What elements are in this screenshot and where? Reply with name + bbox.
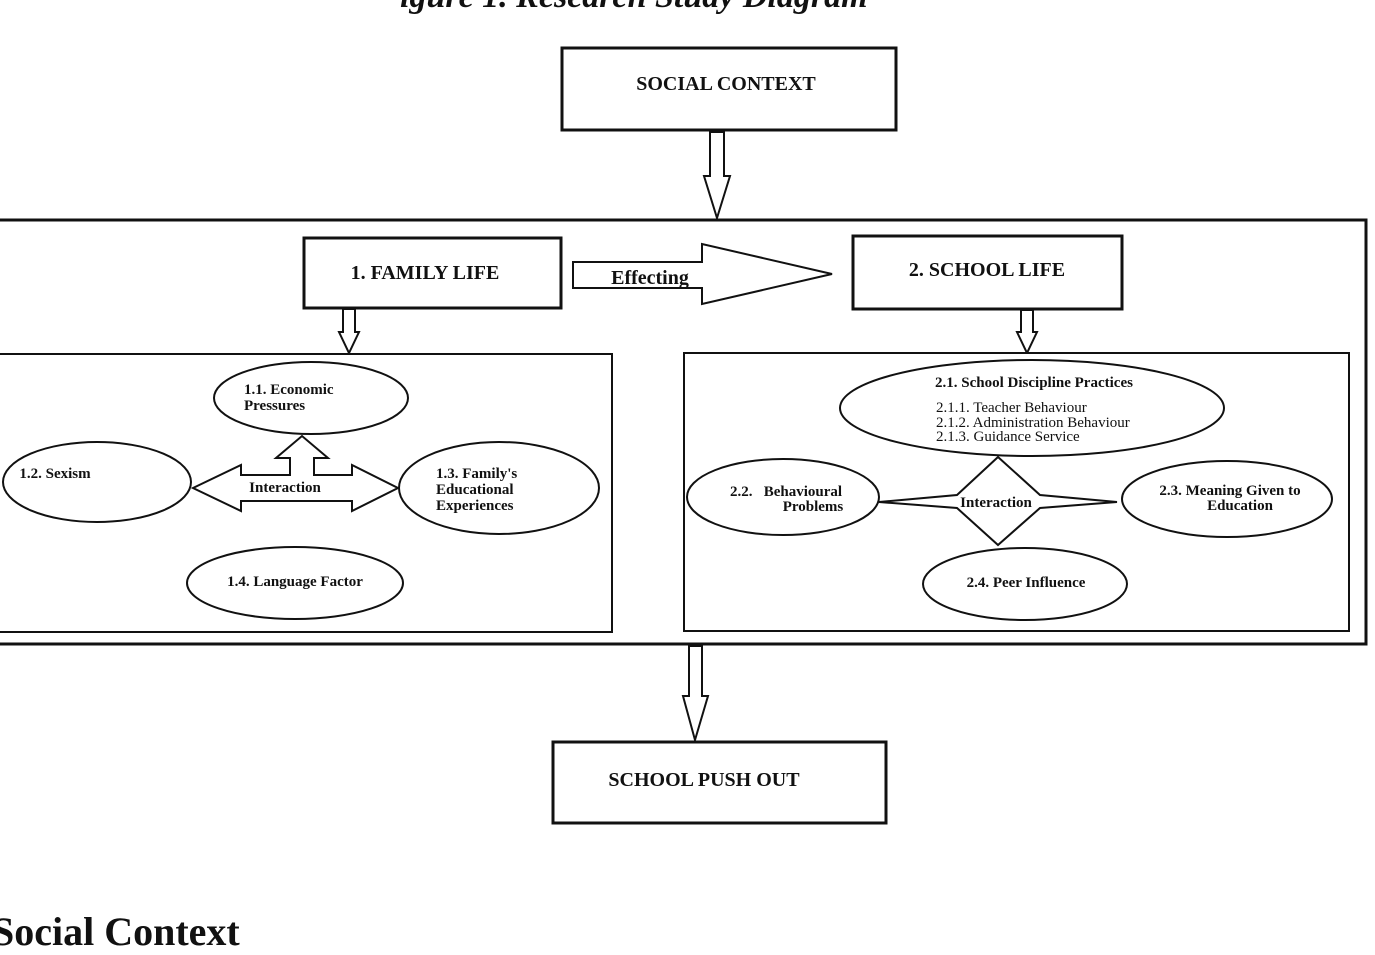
discipline-sub-1: 2.1.1. Teacher Behaviour xyxy=(936,400,1087,416)
family-interaction-arrow xyxy=(190,434,401,513)
behavioural-problems-ellipse xyxy=(686,458,880,536)
discipline-sub-2: 2.1.2. Administration Behaviour xyxy=(936,415,1130,431)
economic-label-1: 1.1. Economic xyxy=(244,382,334,398)
meaning-label-2: Education xyxy=(1207,498,1274,514)
economic-label-2: Pressures xyxy=(244,398,305,414)
effecting-label: Effecting xyxy=(611,267,689,289)
social-context-box xyxy=(560,46,898,132)
section-heading: Social Context xyxy=(0,909,240,954)
family-interaction-label: Interaction xyxy=(249,480,321,496)
school-interaction-diamond xyxy=(878,455,1118,547)
sexism-label: 1.2. Sexism xyxy=(19,466,91,482)
behavioural-label-2: Problems xyxy=(783,499,844,515)
arrow-down-family xyxy=(337,308,361,356)
school-push-out-label: SCHOOL PUSH OUT xyxy=(608,769,800,791)
discipline-sub-3: 2.1.3. Guidance Service xyxy=(936,429,1080,445)
arrow-down-pushout xyxy=(681,645,710,744)
effecting-arrow xyxy=(572,242,833,306)
language-factor-ellipse xyxy=(186,546,404,620)
language-label: 1.4. Language Factor xyxy=(227,574,363,590)
educational-label-3: Experiences xyxy=(436,498,514,514)
family-life-label: 1. FAMILY LIFE xyxy=(351,262,500,284)
school-discipline-ellipse xyxy=(839,359,1225,457)
school-life-box xyxy=(851,234,1124,311)
meaning-label-1: 2.3. Meaning Given to xyxy=(1159,483,1300,499)
educational-label-2: Educational xyxy=(436,482,514,498)
peer-label: 2.4. Peer Influence xyxy=(967,575,1086,591)
discipline-title: 2.1. School Discipline Practices xyxy=(935,375,1133,391)
educational-label-1: 1.3. Family's xyxy=(436,466,517,482)
figure-caption-partial: igure 1. Research Study Diagram xyxy=(400,0,868,16)
arrow-down-school xyxy=(1015,309,1039,356)
family-life-box xyxy=(302,236,563,310)
sexism-ellipse xyxy=(2,441,192,523)
peer-influence-ellipse xyxy=(922,547,1128,621)
school-push-out-box xyxy=(551,740,888,825)
economic-pressures-ellipse xyxy=(213,361,409,435)
social-context-label: SOCIAL CONTEXT xyxy=(636,73,816,95)
arrow-down-social xyxy=(702,131,732,222)
meaning-education-ellipse xyxy=(1121,460,1333,538)
school-interaction-label: Interaction xyxy=(960,495,1032,511)
school-life-label: 2. SCHOOL LIFE xyxy=(909,259,1065,281)
behavioural-label-1: 2.2. Behavioural xyxy=(730,484,842,500)
